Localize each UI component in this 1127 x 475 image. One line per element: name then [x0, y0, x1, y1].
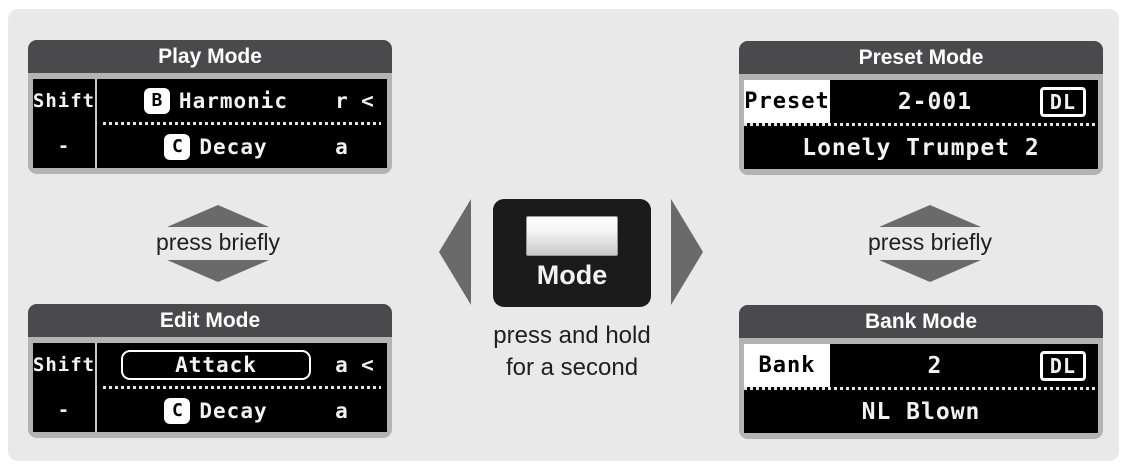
diagram-board: Play Mode Shift - B Harmonic r <	[8, 9, 1119, 461]
up-arrow-icon	[167, 205, 269, 227]
lcd-row-decay: C Decay a	[103, 125, 381, 168]
lcd-top-row: Preset 2-001 DL	[744, 80, 1098, 123]
lcd-row-harmonic: B Harmonic r <	[103, 79, 381, 122]
dotted-divider	[103, 122, 381, 125]
up-arrow-icon	[879, 205, 981, 227]
dotted-divider	[103, 386, 381, 389]
param-label: Harmonic	[178, 88, 289, 113]
dotted-divider	[744, 123, 1098, 126]
press-briefly-label: press briefly	[868, 229, 992, 255]
press-briefly-group-left: press briefly	[133, 205, 303, 282]
lcd-main-area: Attack a < C Decay a	[97, 343, 387, 432]
play-mode-panel: Play Mode Shift - B Harmonic r <	[28, 40, 392, 174]
mode-button[interactable]: Mode	[493, 199, 651, 307]
row-main: C Decay	[103, 133, 329, 160]
shift-label: Shift	[32, 90, 96, 113]
row-flag-1: a	[335, 352, 349, 377]
lcd-top-row: Bank 2 DL	[744, 344, 1098, 387]
row-flag-1: a	[335, 398, 349, 423]
shift-bottom-label: -	[57, 398, 71, 421]
edit-mode-panel: Edit Mode Shift - Attack a < C De	[28, 304, 392, 438]
row-main: B Harmonic	[103, 87, 329, 114]
c-key-badge-icon: C	[164, 133, 191, 160]
down-arrow-icon	[167, 259, 269, 282]
dl-badge: DL	[1039, 350, 1086, 381]
right-arrow-icon	[671, 199, 703, 305]
shift-label: Shift	[32, 354, 96, 377]
row-flag-1: r	[335, 88, 349, 113]
b-key-badge-icon: B	[143, 87, 170, 114]
preset-mode-title: Preset Mode	[739, 41, 1103, 74]
bank-mode-lcd: Bank 2 DL NL Blown	[744, 344, 1098, 433]
preset-name: Lonely Trumpet 2	[802, 134, 1040, 161]
edit-mode-title: Edit Mode	[28, 304, 392, 337]
lcd-main-area: B Harmonic r < C Decay a	[97, 79, 387, 168]
left-arrow-icon	[439, 199, 471, 305]
play-mode-lcd: Shift - B Harmonic r < C Decay	[33, 79, 387, 168]
press-briefly-label: press briefly	[156, 229, 280, 255]
edit-mode-lcd: Shift - Attack a < C Decay a	[33, 343, 387, 432]
c-key-badge-icon: C	[164, 397, 191, 424]
press-briefly-group-right: press briefly	[845, 205, 1015, 282]
hold-instruction: press and hold for a second	[462, 320, 682, 385]
bank-number: 2	[927, 352, 943, 379]
row-main: C Decay	[103, 397, 329, 424]
preset-number: 2-001	[897, 88, 973, 115]
param-label: Decay	[199, 134, 268, 159]
dotted-divider	[744, 387, 1098, 390]
selected-param-box: Attack	[121, 349, 311, 380]
preset-mode-panel: Preset Mode Preset 2-001 DL Lonely Trump…	[739, 41, 1103, 175]
dl-badge: DL	[1039, 86, 1086, 117]
bank-mode-title: Bank Mode	[739, 305, 1103, 338]
bank-mode-panel: Bank Mode Bank 2 DL NL Blown	[739, 305, 1103, 439]
bank-inverted-label: Bank	[744, 344, 830, 387]
row-flag-1: a	[335, 134, 349, 159]
hold-instruction-line2: for a second	[505, 354, 639, 382]
cursor-icon: <	[361, 88, 375, 113]
preset-mode-lcd: Preset 2-001 DL Lonely Trumpet 2	[744, 80, 1098, 169]
play-mode-title: Play Mode	[28, 40, 392, 73]
shift-bottom-label: -	[57, 134, 71, 157]
lcd-row-attack: Attack a <	[103, 343, 381, 386]
preset-inverted-label: Preset	[744, 80, 830, 123]
mode-button-face-icon	[526, 216, 618, 256]
row-main: Attack	[103, 349, 329, 380]
param-label: Decay	[199, 398, 268, 423]
lcd-row-decay: C Decay a	[103, 389, 381, 432]
bank-name: NL Blown	[861, 398, 981, 425]
hold-instruction-line1: press and hold	[493, 322, 651, 349]
mode-button-label: Mode	[536, 260, 608, 290]
down-arrow-icon	[879, 259, 981, 282]
cursor-icon: <	[361, 352, 375, 377]
shift-column: Shift -	[33, 343, 95, 432]
shift-column: Shift -	[33, 79, 95, 168]
